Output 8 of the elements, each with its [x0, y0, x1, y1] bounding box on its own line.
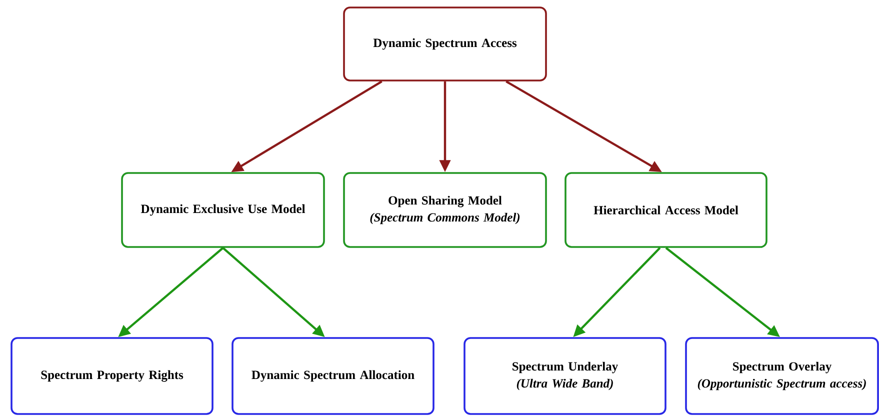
- model-box: Dynamic Exclusive Use Model: [121, 172, 325, 248]
- model-box: Dynamic Spectrum Allocation: [232, 337, 434, 415]
- model-box: Dynamic Spectrum Access: [343, 6, 547, 82]
- model-box: Open Sharing Model (Spectrum Commons Model): [343, 172, 547, 248]
- model-box: Spectrum Underlay (Ultra Wide Band): [464, 337, 666, 415]
- model-box: Spectrum Overlay (Opportunistic Spectrum access): [685, 337, 879, 415]
- model-box: Hierarchical Access Model: [564, 172, 768, 248]
- model-box: Spectrum Property Rights: [10, 337, 214, 415]
